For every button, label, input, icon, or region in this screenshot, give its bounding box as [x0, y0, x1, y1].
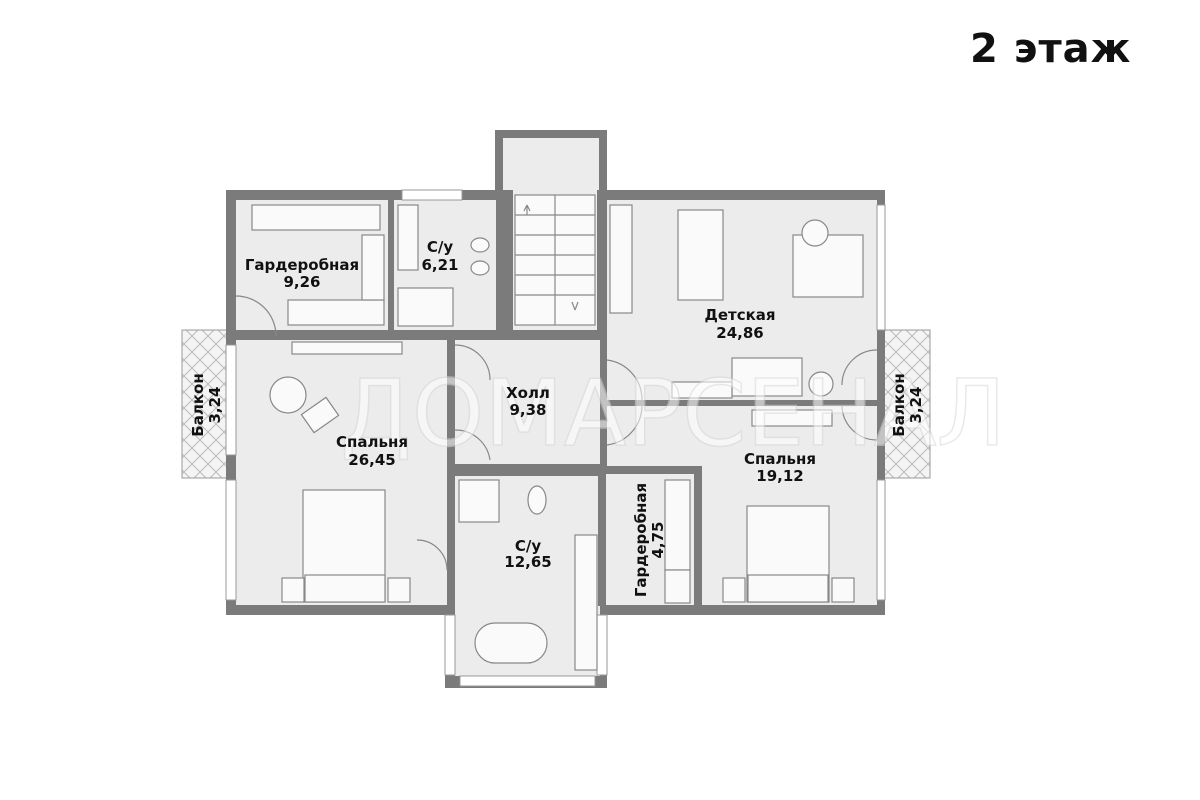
svg-text:Балкон: Балкон	[890, 373, 908, 436]
svg-text:9,26: 9,26	[283, 273, 320, 291]
svg-text:9,38: 9,38	[509, 401, 546, 419]
room-label-kids-room: Детская 24,86	[704, 306, 775, 342]
svg-text:Спальня: Спальня	[744, 450, 816, 468]
svg-text:4,75: 4,75	[649, 521, 667, 558]
room-label-bathroom-1: С/у 6,21	[421, 238, 458, 274]
staircase	[514, 194, 596, 326]
svg-text:3,24: 3,24	[907, 386, 925, 423]
svg-text:Детская: Детская	[704, 306, 775, 324]
svg-text:Балкон: Балкон	[189, 373, 207, 436]
svg-text:Гардеробная: Гардеробная	[632, 483, 650, 597]
svg-text:6,21: 6,21	[421, 256, 458, 274]
watermark: ДОМАРСЕНАЛ	[340, 360, 1006, 467]
svg-text:С/у: С/у	[515, 537, 541, 555]
windows	[225, 189, 886, 687]
room-label-hall: Холл 9,38	[506, 384, 550, 419]
balcony-right	[882, 329, 931, 479]
room-label-balcony-left: Балкон 3,24	[189, 373, 224, 436]
room-label-bedroom-1: Спальня 26,45	[336, 433, 408, 469]
floor-title: 2 этаж	[970, 26, 1132, 72]
svg-text:24,86: 24,86	[716, 324, 763, 342]
svg-text:3,24: 3,24	[206, 386, 224, 423]
svg-text:Гардеробная: Гардеробная	[245, 256, 359, 274]
balcony-left	[181, 329, 229, 479]
svg-text:12,65: 12,65	[504, 553, 551, 571]
room-label-wardrobe-1: Гардеробная 9,26	[245, 256, 359, 291]
furniture	[235, 204, 878, 671]
svg-text:Спальня: Спальня	[336, 433, 408, 451]
room-label-bathroom-2: С/у 12,65	[504, 537, 551, 571]
svg-text:26,45: 26,45	[348, 451, 395, 469]
room-label-wardrobe-2: Гардеробная 4,75	[632, 483, 667, 597]
svg-text:С/у: С/у	[427, 238, 453, 256]
svg-text:Холл: Холл	[506, 384, 550, 402]
room-label-balcony-right: Балкон 3,24	[890, 373, 925, 436]
svg-text:19,12: 19,12	[756, 467, 803, 485]
room-label-bedroom-2: Спальня 19,12	[744, 450, 816, 485]
